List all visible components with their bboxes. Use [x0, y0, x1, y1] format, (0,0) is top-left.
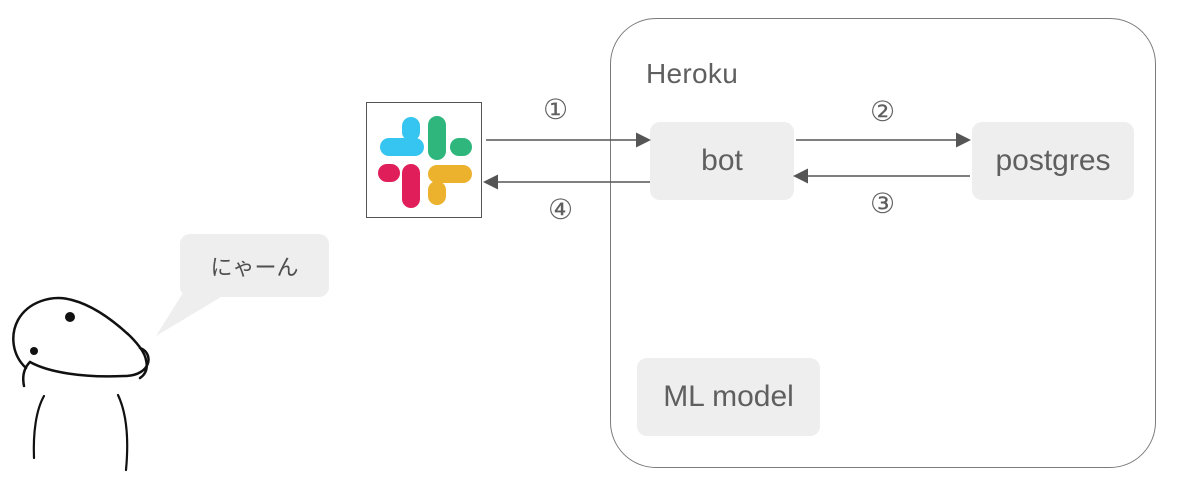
- speech-bubble: にゃーん: [180, 234, 329, 297]
- slack-red-bar: [402, 164, 420, 208]
- slack-red-nub: [378, 164, 400, 182]
- heroku-container: [610, 18, 1156, 468]
- slack-yellow-bar: [428, 165, 472, 183]
- slack-green-bar: [428, 116, 446, 160]
- speech-bubble-tail: [156, 288, 236, 336]
- ml-model-node: ML model: [637, 358, 820, 436]
- person-body-left: [32, 394, 46, 460]
- slack-icon: [366, 102, 482, 218]
- step-3-label: ③: [870, 188, 896, 219]
- slack-blue-nub: [402, 117, 420, 141]
- person-head-outline: [12, 296, 148, 380]
- person-face-side: [22, 360, 32, 388]
- slack-yellow-nub: [428, 181, 446, 205]
- slack-green-nub: [450, 138, 472, 156]
- slack-logo-graphic: [378, 116, 472, 208]
- person-eye-right: [65, 312, 75, 322]
- person-body-right: [116, 393, 129, 472]
- postgres-node: postgres: [972, 122, 1134, 200]
- heroku-label: Heroku: [646, 58, 739, 89]
- person-eye-left: [30, 347, 38, 355]
- person-icon: [12, 296, 150, 472]
- person-mouth-line: [28, 346, 150, 378]
- step-4-label: ④: [548, 194, 574, 225]
- step-1-label: ①: [543, 94, 569, 125]
- slack-blue-bar: [380, 138, 424, 156]
- bot-node: bot: [650, 122, 794, 200]
- step-2-label: ②: [870, 96, 896, 127]
